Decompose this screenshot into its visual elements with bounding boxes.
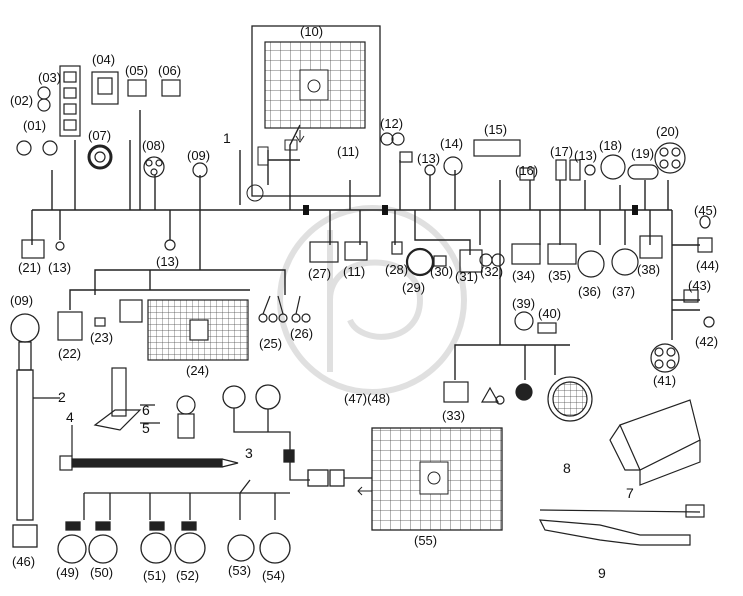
callout-04: (04) (92, 52, 115, 67)
part-number-1: 1 (223, 130, 231, 146)
callout-28: (28) (385, 262, 408, 277)
callout-40: (40) (538, 306, 561, 321)
callout-02: (02) (10, 93, 33, 108)
top-right-components (380, 132, 686, 181)
callout-17: (17) (550, 144, 573, 159)
module-55 (357, 427, 503, 531)
part-number-7: 7 (626, 485, 634, 501)
callout-18: (18) (599, 138, 622, 153)
callout-13-left: (13) (48, 260, 71, 275)
callout-01: (01) (23, 118, 46, 133)
callout-08: (08) (142, 138, 165, 153)
ecu-module-24 (57, 295, 311, 361)
callout-29: (29) (402, 280, 425, 295)
callout-35: (35) (548, 268, 571, 283)
callout-45: (45) (694, 203, 717, 218)
main-harness-trunk (31, 110, 700, 380)
callout-32: (32) (480, 264, 503, 279)
callout-51: (51) (143, 568, 166, 583)
callout-33: (33) (442, 408, 465, 423)
part-number-2: 2 (58, 389, 66, 405)
callout-41: (41) (653, 373, 676, 388)
callout-06: (06) (158, 63, 181, 78)
part-number-5: 5 (142, 420, 150, 436)
callout-22: (22) (58, 346, 81, 361)
callout-10: (10) (300, 24, 323, 39)
callout-50: (50) (90, 565, 113, 580)
part-number-4: 4 (66, 409, 74, 425)
lower-harness-3 (57, 384, 372, 564)
callout-09: (09) (187, 148, 210, 163)
callout-13-mid: (13) (156, 254, 179, 269)
callout-09-tube: (09) (10, 293, 33, 308)
callout-12: (12) (380, 116, 403, 131)
callout-21: (21) (18, 260, 41, 275)
rod-bracket-sensor (59, 367, 239, 471)
module-10 (246, 25, 381, 202)
callout-53: (53) (228, 563, 251, 578)
part-number-9: 9 (598, 565, 606, 581)
brackets-and-rod (538, 399, 705, 546)
callout-27: (27) (308, 266, 331, 281)
callout-07: (07) (88, 128, 111, 143)
part-number-3: 3 (245, 445, 253, 461)
callout-30: (30) (430, 264, 453, 279)
callout-11-top: (11) (337, 144, 359, 159)
callout-44: (44) (696, 258, 719, 273)
callout-14: (14) (440, 136, 463, 151)
top-left-components (16, 65, 208, 178)
callout-55: (55) (414, 533, 437, 548)
part-numbers: 1 2 3 4 5 6 7 8 9 (58, 130, 634, 581)
callout-26: (26) (290, 326, 313, 341)
callout-16: (16) (515, 163, 538, 178)
callout-19: (19) (631, 146, 654, 161)
callout-49: (49) (56, 565, 79, 580)
part-number-6: 6 (142, 402, 150, 418)
callout-15: (15) (484, 122, 507, 137)
callout-05: (05) (125, 63, 148, 78)
callout-03: (03) (38, 70, 61, 85)
tube-assembly (10, 313, 60, 548)
callout-37: (37) (612, 284, 635, 299)
callout-34: (34) (512, 268, 535, 283)
callout-25: (25) (259, 336, 282, 351)
callout-13-top: (13) (417, 151, 440, 166)
callout-31: (31) (455, 269, 478, 284)
callout-42: (42) (695, 334, 718, 349)
callout-36: (36) (578, 284, 601, 299)
part-number-8: 8 (563, 460, 571, 476)
callout-13-right: (13) (574, 148, 597, 163)
callout-43: (43) (688, 278, 711, 293)
trunk-joints (303, 205, 638, 215)
callout-52: (52) (176, 568, 199, 583)
callout-20: (20) (656, 124, 679, 139)
callout-54: (54) (262, 568, 285, 583)
callout-38: (38) (637, 262, 660, 277)
callout-39: (39) (512, 296, 535, 311)
callout-23: (23) (90, 330, 113, 345)
callout-46: (46) (12, 554, 35, 569)
callout-47-48: (47)(48) (344, 391, 390, 406)
rear-components (443, 289, 715, 422)
callout-labels: (01) (02) (03) (04) (05) (06) (07) (08) … (10, 24, 719, 583)
callout-11-mid: (11) (343, 264, 365, 279)
callout-24: (24) (186, 363, 209, 378)
mid-row-connectors (21, 215, 713, 278)
watermark-logo (277, 205, 467, 395)
